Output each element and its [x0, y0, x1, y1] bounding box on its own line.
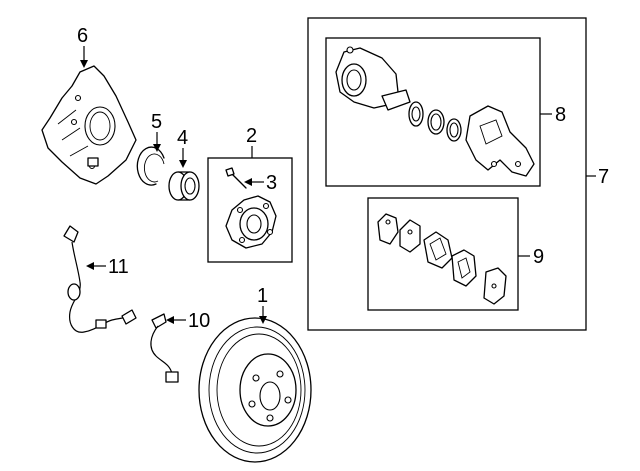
callout-5: 5: [151, 111, 162, 133]
callout-2: 2: [246, 125, 257, 147]
pads-box: [367, 197, 519, 311]
callout-11: 11: [108, 256, 129, 278]
hub-assembly-box: [207, 157, 293, 263]
callout-10: 10: [188, 310, 210, 332]
callout-7: 7: [598, 166, 609, 188]
caliper-box: [325, 37, 541, 187]
brake-assembly-box: [307, 17, 587, 331]
brake-caliper-icon: [335, 46, 535, 177]
wheel-stud-icon: [225, 167, 247, 189]
callout-9: 9: [533, 246, 544, 268]
abs-sensor-icon: [63, 225, 137, 333]
brake-hose-icon: [150, 313, 179, 383]
callout-4: 4: [177, 127, 188, 149]
wheel-bearing-icon: [168, 171, 200, 201]
dust-shield-icon: [41, 65, 137, 185]
callout-1: 1: [257, 285, 268, 307]
callout-leaders: [80, 46, 596, 324]
hub-assembly-icon: [225, 195, 277, 249]
brake-pad-icon: [377, 213, 507, 305]
snap-ring-icon: [136, 146, 165, 186]
callout-labels: 6 5 4 2 3 8 7 9 11 10 1: [77, 25, 609, 332]
brake-rotor-icon: [198, 317, 312, 463]
callout-3: 3: [266, 172, 277, 194]
callout-8: 8: [555, 104, 566, 126]
callout-6: 6: [77, 25, 88, 47]
